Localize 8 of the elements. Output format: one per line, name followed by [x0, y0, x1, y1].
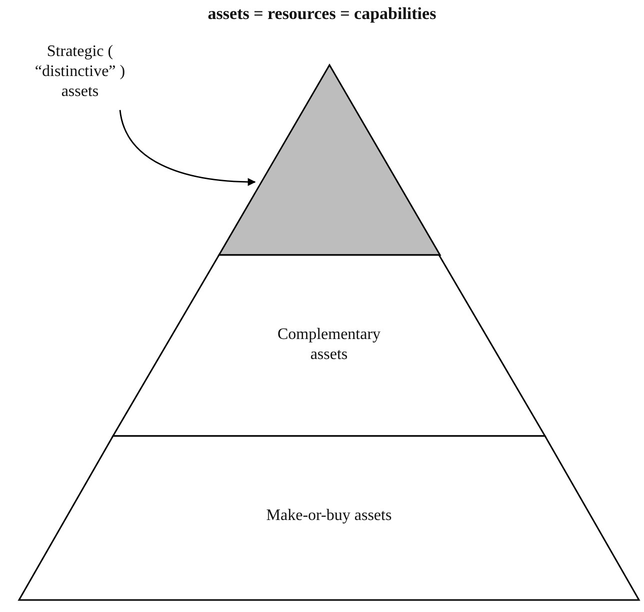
- pyramid-bottom-tier: [19, 436, 639, 600]
- curved-arrow: [119, 110, 256, 186]
- callout-text: Strategic ( “distinctive” ) assets: [22, 42, 138, 102]
- diagram-title: assets = resources = capabilities: [206, 4, 438, 24]
- pyramid-top-tier: [219, 65, 440, 255]
- tier-label: Complementary assets: [276, 325, 382, 365]
- pyramid-middle-tier: [113, 255, 545, 436]
- tier-label: Make-or-buy assets: [265, 506, 393, 526]
